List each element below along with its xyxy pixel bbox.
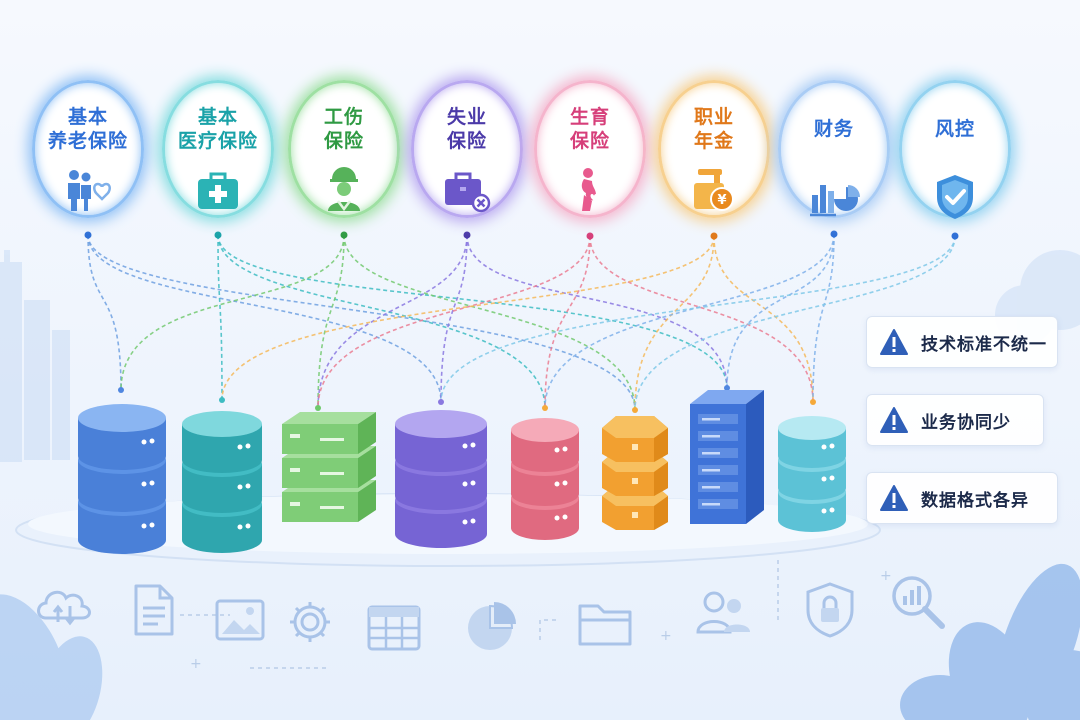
category-label: 失业 保险 — [446, 106, 487, 152]
warning-icon — [880, 407, 908, 433]
connection-line — [440, 235, 956, 403]
connection-line — [634, 235, 956, 411]
warning-icon — [880, 485, 908, 511]
table-icon — [367, 605, 421, 651]
connection-line — [217, 234, 223, 401]
category-label: 风控 — [934, 118, 975, 140]
search-analytics-icon — [892, 576, 945, 629]
image-icon — [215, 599, 265, 641]
connection-line — [544, 235, 591, 409]
database-dot — [542, 405, 548, 411]
category-label: 基本 医疗保险 — [177, 106, 258, 152]
svg-text:+: + — [660, 628, 672, 644]
database-orange-hex — [602, 416, 668, 530]
connection-line — [343, 234, 636, 411]
foliage-left — [0, 594, 103, 720]
svg-text:¥: ¥ — [717, 193, 726, 208]
database-dot — [810, 399, 816, 405]
connection-line — [440, 234, 468, 403]
issue-text: 技术标准不统一 — [921, 334, 1047, 355]
connection-line — [713, 235, 814, 403]
connector-dot — [830, 230, 838, 238]
connector-dot — [710, 232, 718, 240]
connection-line — [466, 234, 728, 389]
category-label: 生育 保险 — [569, 106, 610, 152]
briefcase-cancel-icon — [439, 159, 495, 213]
connector-dot — [340, 231, 348, 239]
pie-chart-icon — [468, 602, 516, 650]
family-heart-icon — [60, 159, 116, 211]
category-circle: 财务 — [778, 80, 890, 218]
connection-line — [87, 234, 636, 411]
category-label: 职业 年金 — [693, 106, 734, 152]
connection-line — [726, 233, 835, 389]
pregnant-woman-icon — [562, 159, 618, 211]
issue-technical-standards: 技术标准不统一 — [866, 316, 1058, 368]
category-circle: 基本 养老保险 — [32, 80, 144, 218]
category-circle: 基本 医疗保险 — [162, 80, 274, 218]
connection-line — [87, 234, 442, 403]
connector-dot — [214, 231, 222, 239]
security-lock-icon — [806, 582, 854, 638]
category-label: 基本 养老保险 — [47, 106, 128, 152]
svg-text:+: + — [880, 568, 892, 584]
issue-business-collaboration: 业务协同少 — [866, 394, 1044, 446]
database-blue — [78, 404, 166, 554]
connection-line — [221, 235, 715, 401]
connection-line — [544, 233, 835, 409]
issue-text: 业务协同少 — [921, 412, 1011, 433]
connection-line — [120, 234, 345, 391]
connection-line — [812, 233, 835, 403]
warning-icon — [880, 329, 908, 355]
database-dot — [724, 385, 730, 391]
connector-dot — [84, 231, 92, 239]
folder-icon — [578, 604, 632, 646]
construction-worker-icon — [316, 159, 372, 212]
database-pink — [511, 418, 579, 540]
database-dot — [632, 407, 638, 413]
category-circle: 失业 保险 — [411, 80, 523, 218]
database-cyan — [778, 416, 846, 532]
category-circle: 风控 — [899, 80, 1011, 219]
medical-kit-icon — [190, 159, 246, 209]
database-teal — [182, 411, 262, 553]
connector-dot — [951, 232, 959, 240]
connector-dot — [586, 232, 594, 240]
users-icon — [696, 591, 750, 634]
pension-yuan-icon: ¥ — [686, 159, 742, 211]
category-circle: 生育 保险 — [534, 80, 646, 218]
gear-icon — [290, 602, 330, 642]
server-rack-blue — [690, 390, 764, 524]
server-green — [282, 412, 376, 522]
database-purple — [395, 410, 487, 548]
connection-line — [217, 234, 728, 389]
skyline-left — [0, 250, 70, 462]
connection-line — [317, 234, 345, 409]
connection-line — [634, 235, 715, 411]
svg-text:+: + — [190, 656, 202, 672]
foliage-right — [900, 563, 1080, 720]
connection-line — [317, 235, 591, 409]
category-label: 财务 — [813, 118, 854, 140]
cloud-sync-icon — [37, 590, 91, 626]
connector-dot — [463, 231, 471, 239]
category-label: 工伤 保险 — [323, 106, 364, 152]
category-circle: 职业 年金 ¥ — [658, 80, 770, 218]
shield-check-icon — [927, 157, 983, 219]
database-dot — [315, 405, 321, 411]
document-icon — [134, 584, 174, 636]
issue-data-formats: 数据格式各异 — [866, 472, 1058, 524]
connection-line — [317, 234, 468, 409]
issue-text: 数据格式各异 — [921, 490, 1029, 511]
connection-line — [589, 235, 814, 403]
category-circle: 工伤 保险 — [288, 80, 400, 218]
database-dot — [118, 387, 124, 393]
database-dot — [219, 397, 225, 403]
database-dot — [438, 399, 444, 405]
finance-chart-icon — [806, 157, 862, 217]
